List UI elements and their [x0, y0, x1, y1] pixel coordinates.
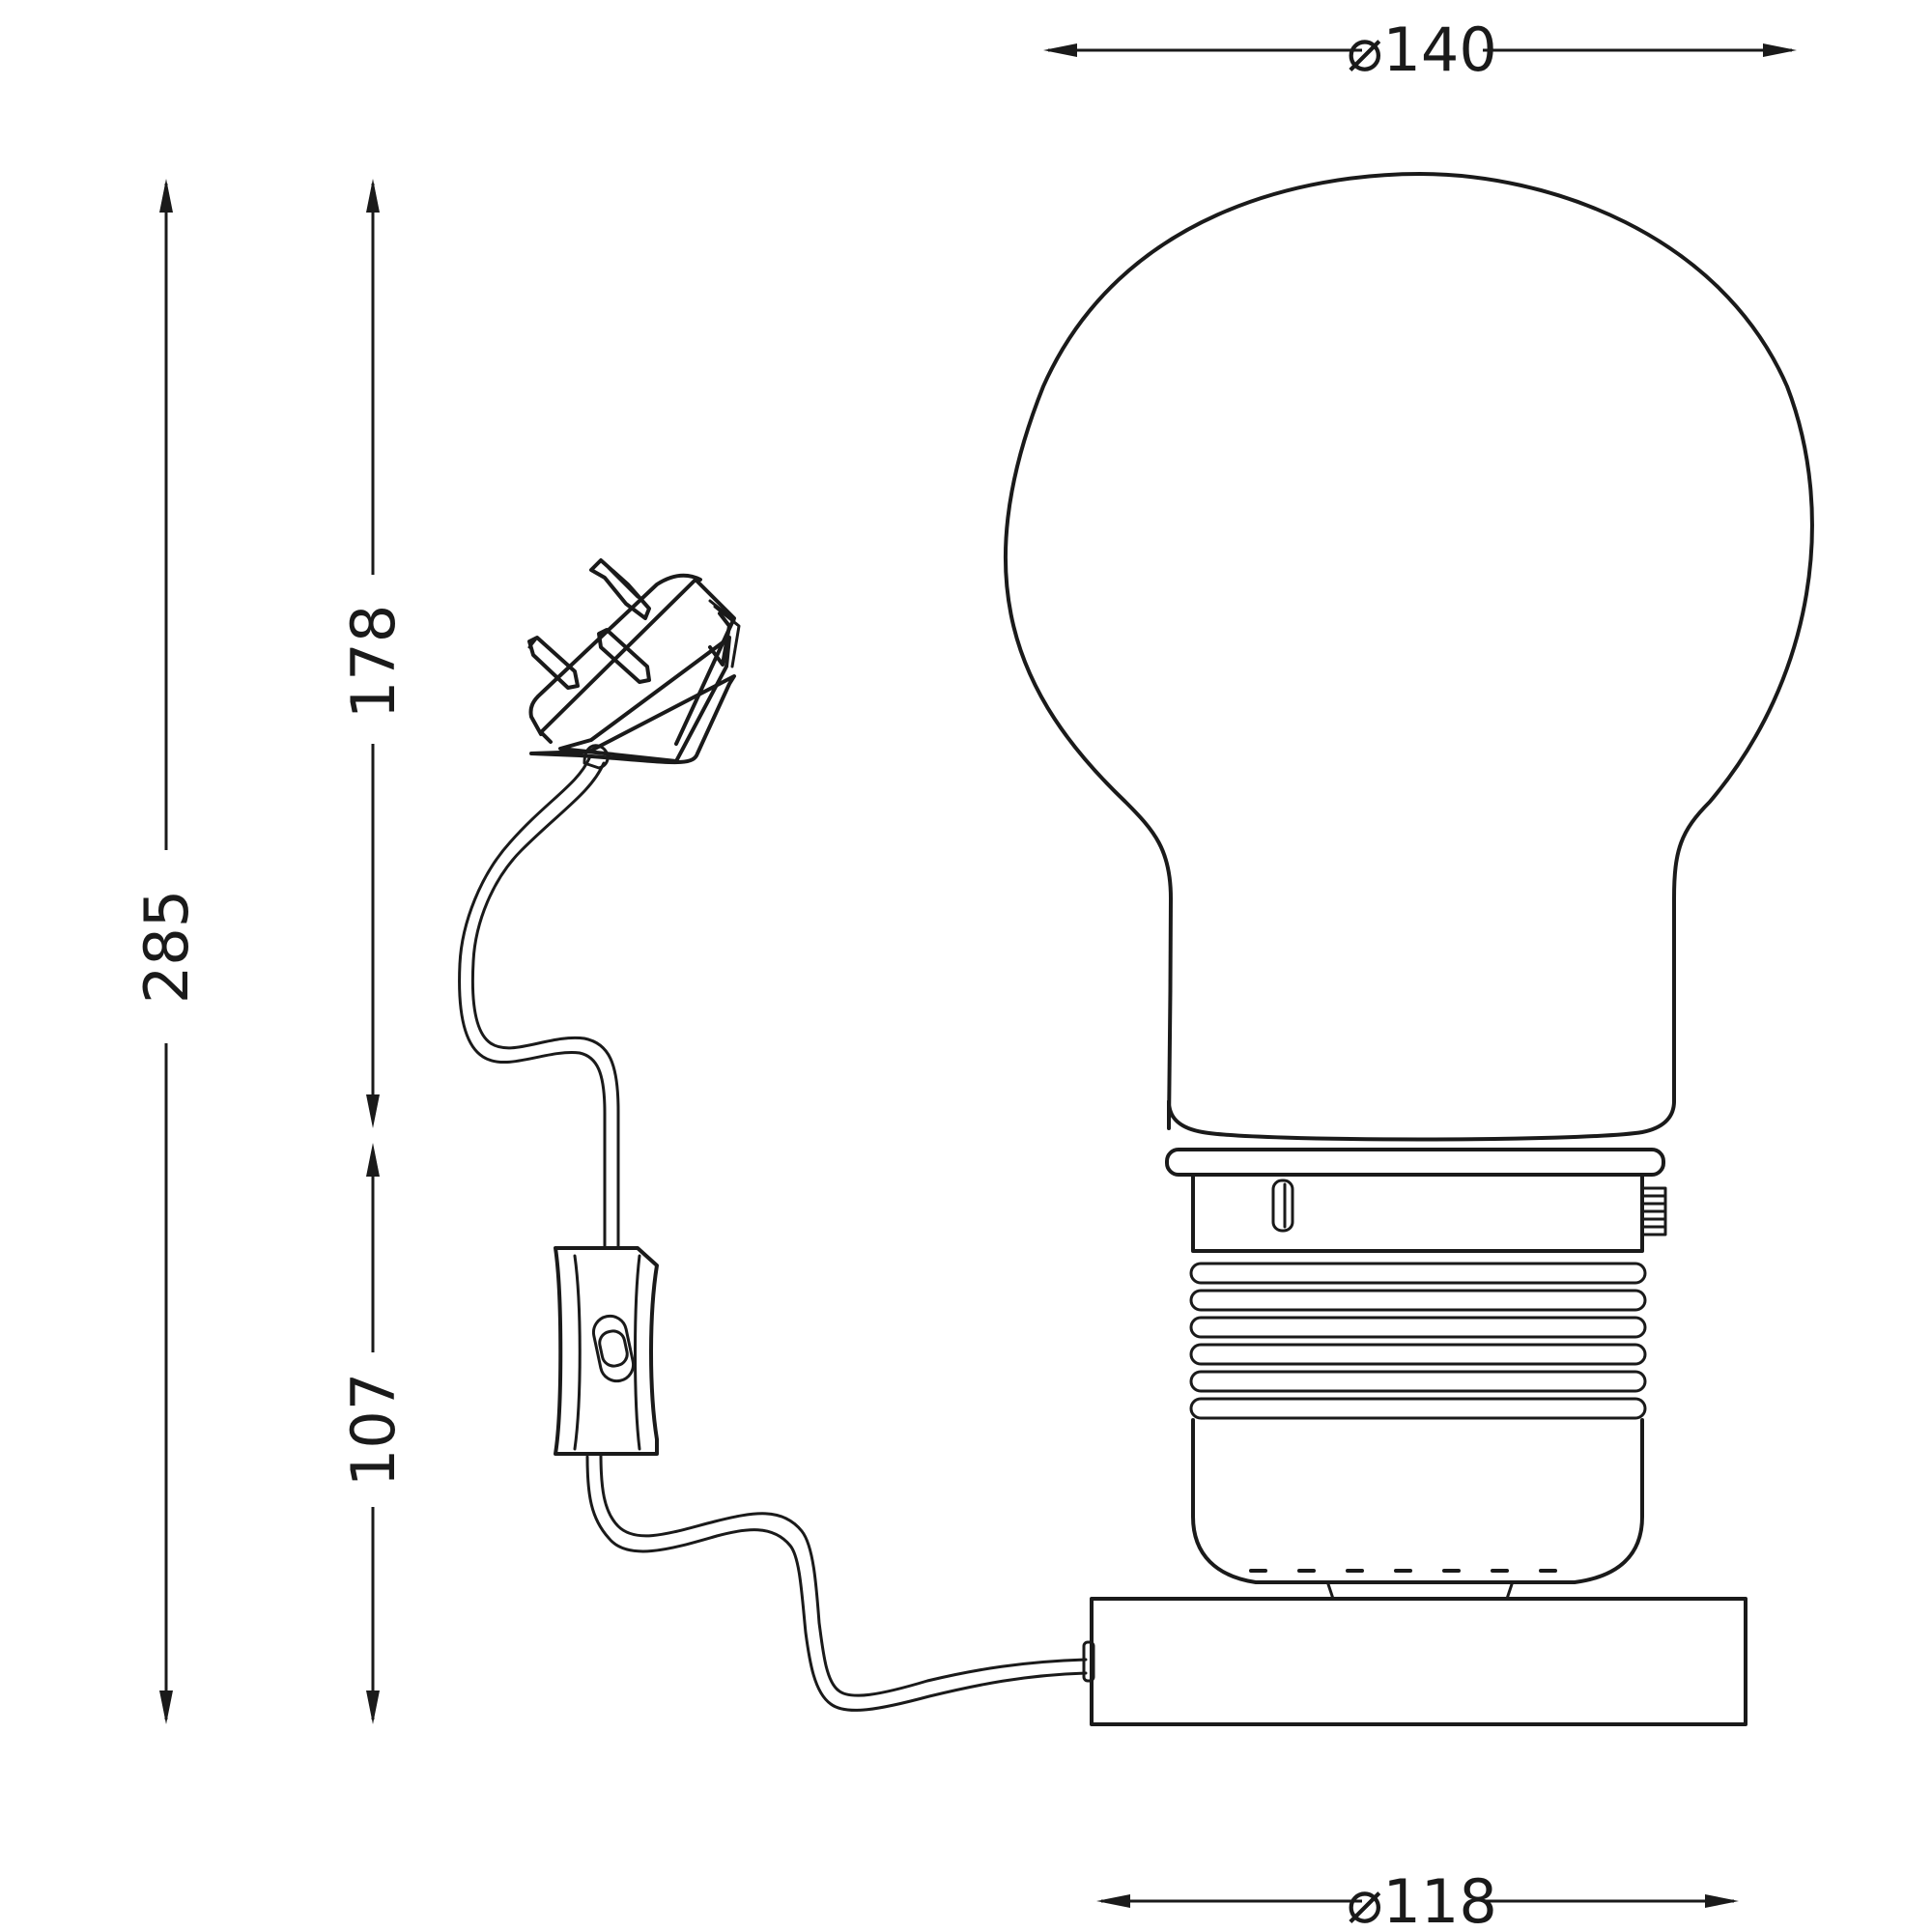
cable-grommet	[1082, 1640, 1095, 1683]
upper-height-label: 178	[338, 605, 409, 719]
inline-switch	[554, 1246, 659, 1456]
plug-earth-pin	[589, 558, 651, 620]
dimension-lower-height: 107	[338, 1143, 409, 1724]
lamp-base	[1090, 1597, 1747, 1726]
lower-height-label: 107	[338, 1373, 409, 1487]
socket-cup	[1191, 1418, 1644, 1584]
bottom-diameter-label: ⌀118	[1347, 1866, 1497, 1932]
bulb-glass	[1003, 172, 1814, 1142]
socket-screw-head	[1271, 1179, 1294, 1233]
dimension-bottom-diameter: ⌀118	[1096, 1866, 1739, 1932]
switch-toggle	[591, 1314, 636, 1383]
socket-threads	[1189, 1262, 1647, 1420]
uk-plug	[527, 558, 741, 770]
top-diameter-label: ⌀140	[1347, 14, 1497, 85]
cable-lower	[599, 1452, 1088, 1697]
bulb-collar	[1165, 1148, 1665, 1177]
dimension-top-diameter: ⌀140	[1043, 14, 1797, 85]
cable-upper	[470, 761, 620, 1250]
total-height-label: 285	[131, 890, 202, 1004]
socket-body	[1191, 1173, 1644, 1253]
dimension-upper-height: 178	[338, 179, 409, 1128]
dimension-total-height: 285	[131, 179, 202, 1724]
plug-pin-right	[597, 628, 651, 684]
plug-pin-left	[527, 636, 580, 690]
socket-neck	[1326, 1582, 1335, 1601]
